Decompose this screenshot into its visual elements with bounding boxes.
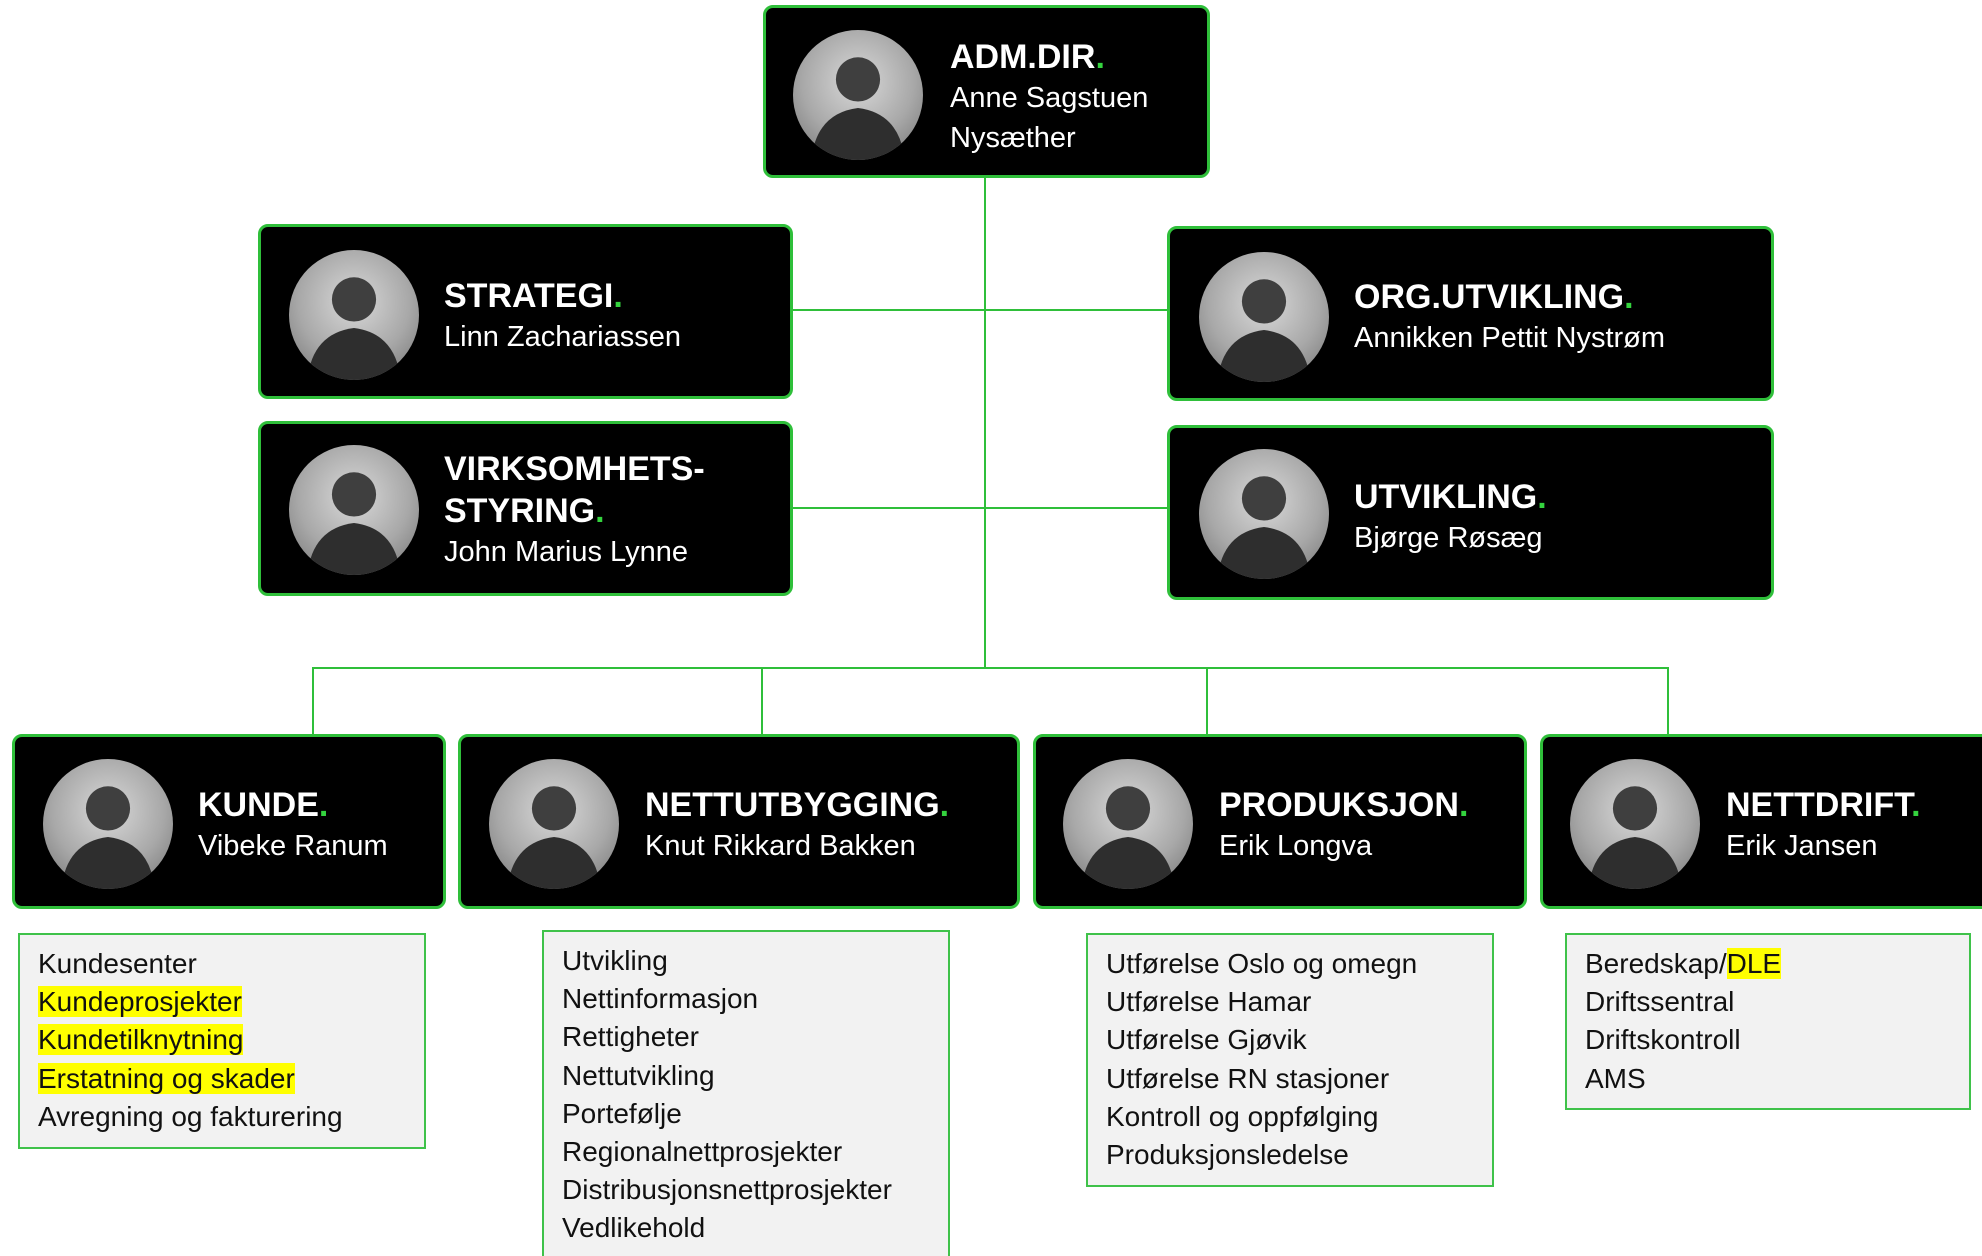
highlighted-text: Kundetilknytning: [38, 1024, 244, 1056]
box-title: UTVIKLING.: [1354, 478, 1547, 516]
person-name: Bjørge Røsæg: [1354, 522, 1543, 554]
box-title-cont: STYRING.: [444, 492, 605, 530]
list-item: Avregning og fakturering: [38, 1100, 343, 1132]
strategi-box: STRATEGI. Linn Zachariassen: [258, 224, 793, 399]
list-item: Regionalnettprosjekter: [562, 1136, 843, 1168]
person-name-cont: Nysæther: [950, 122, 1076, 154]
box-title: VIRKSOMHETS-: [444, 450, 705, 488]
list-item: Rettigheter: [562, 1021, 699, 1053]
utvikling-text: UTVIKLING. Bjørge Røsæg: [1354, 476, 1547, 558]
connector-virksomhet-utvikling: [790, 507, 1170, 509]
connector-ceo-trunk: [984, 176, 986, 668]
list-item: Produksjonsledelse: [1106, 1139, 1349, 1171]
list-item: Utførelse Hamar: [1106, 986, 1312, 1018]
person-photo-icon: [289, 445, 419, 575]
list-item: Erstatning og skader: [38, 1060, 406, 1098]
highlighted-text: DLE: [1726, 948, 1782, 979]
person-name: Vibeke Ranum: [198, 830, 388, 862]
nettdrift-text: NETTDRIFT. Erik Jansen: [1726, 784, 1921, 866]
nettdrift-list: Beredskap/DLE Driftssentral Driftskontro…: [1565, 933, 1971, 1110]
list-item: Driftskontroll: [1585, 1024, 1741, 1056]
person-photo-icon: [489, 759, 619, 889]
utvikling-box: UTVIKLING. Bjørge Røsæg: [1167, 425, 1774, 600]
list-item: Kundesenter: [38, 948, 197, 979]
box-title: ORG.UTVIKLING.: [1354, 278, 1634, 316]
strategi-text: STRATEGI. Linn Zachariassen: [444, 275, 681, 357]
person-name: Anne Sagstuen: [950, 82, 1149, 114]
person-photo-icon: [793, 30, 923, 160]
list-item-text: Beredskap/: [1585, 948, 1727, 979]
list-item: AMS: [1585, 1062, 1646, 1094]
box-title: KUNDE.: [198, 786, 329, 824]
list-item: Utvikling: [562, 945, 668, 976]
box-title: NETTUTBYGGING.: [645, 786, 950, 824]
virksomhet-text: VIRKSOMHETS- STYRING. John Marius Lynne: [444, 448, 705, 572]
kunde-text: KUNDE. Vibeke Ranum: [198, 784, 388, 866]
person-name: Erik Jansen: [1726, 830, 1878, 862]
list-item: Kundetilknytning: [38, 1021, 406, 1059]
list-item: Vedlikehold: [562, 1212, 706, 1244]
box-title: STRATEGI.: [444, 277, 623, 315]
list-item: Kundeprosjekter: [38, 983, 406, 1021]
kunde-list: Kundesenter Kundeprosjekter Kundetilknyt…: [18, 933, 426, 1149]
connector-kunde: [312, 667, 314, 736]
person-photo-icon: [1570, 759, 1700, 889]
box-title: ADM.DIR.: [950, 38, 1105, 76]
person-photo-icon: [43, 759, 173, 889]
person-photo-icon: [1199, 449, 1329, 579]
box-title: PRODUKSJON.: [1219, 786, 1469, 824]
box-title: NETTDRIFT.: [1726, 786, 1921, 824]
kunde-box: KUNDE. Vibeke Ranum: [12, 734, 446, 909]
highlighted-text: Erstatning og skader: [38, 1062, 295, 1094]
list-item: Distribusjonsnettprosjekter: [562, 1174, 892, 1206]
nettdrift-box: NETTDRIFT. Erik Jansen: [1540, 734, 1982, 909]
connector-nettutbygging: [761, 667, 763, 736]
nettutbygging-list: Utvikling Nettinformasjon Rettigheter Ne…: [542, 930, 950, 1256]
list-item: Nettutvikling: [562, 1059, 715, 1091]
list-item: Driftssentral: [1585, 986, 1735, 1018]
ceo-text: ADM.DIR. Anne Sagstuen Nysæther: [950, 36, 1148, 158]
produksjon-list: Utførelse Oslo og omegn Utførelse Hamar …: [1086, 933, 1494, 1187]
person-photo-icon: [289, 250, 419, 380]
connector-nettdrift: [1667, 667, 1669, 736]
person-name: John Marius Lynne: [444, 536, 688, 568]
produksjon-text: PRODUKSJON. Erik Longva: [1219, 784, 1468, 866]
list-item: Kontroll og oppfølging: [1106, 1100, 1379, 1132]
list-item: Portefølje: [562, 1097, 682, 1129]
connector-division-bus: [312, 667, 1669, 669]
list-item: Beredskap/DLE: [1585, 945, 1951, 983]
list-item: Utførelse Oslo og omegn: [1106, 948, 1418, 979]
list-item: Utførelse Gjøvik: [1106, 1024, 1307, 1056]
org-text: ORG.UTVIKLING. Annikken Pettit Nystrøm: [1354, 276, 1665, 358]
connector-produksjon: [1206, 667, 1208, 736]
ceo-box: ADM.DIR. Anne Sagstuen Nysæther: [763, 5, 1210, 178]
nettutbygging-text: NETTUTBYGGING. Knut Rikkard Bakken: [645, 784, 949, 866]
virksomhet-box: VIRKSOMHETS- STYRING. John Marius Lynne: [258, 421, 793, 596]
person-name: Linn Zachariassen: [444, 321, 681, 353]
list-item: Nettinformasjon: [562, 983, 759, 1015]
person-photo-icon: [1199, 252, 1329, 382]
nettutbygging-box: NETTUTBYGGING. Knut Rikkard Bakken: [458, 734, 1020, 909]
person-name: Annikken Pettit Nystrøm: [1354, 322, 1666, 354]
org-box: ORG.UTVIKLING. Annikken Pettit Nystrøm: [1167, 226, 1774, 401]
person-name: Knut Rikkard Bakken: [645, 830, 916, 862]
connector-strategi-org: [790, 309, 1170, 311]
highlighted-text: Kundeprosjekter: [38, 986, 242, 1018]
person-photo-icon: [1063, 759, 1193, 889]
produksjon-box: PRODUKSJON. Erik Longva: [1033, 734, 1527, 909]
list-item: Utførelse RN stasjoner: [1106, 1062, 1390, 1094]
person-name: Erik Longva: [1219, 830, 1373, 862]
